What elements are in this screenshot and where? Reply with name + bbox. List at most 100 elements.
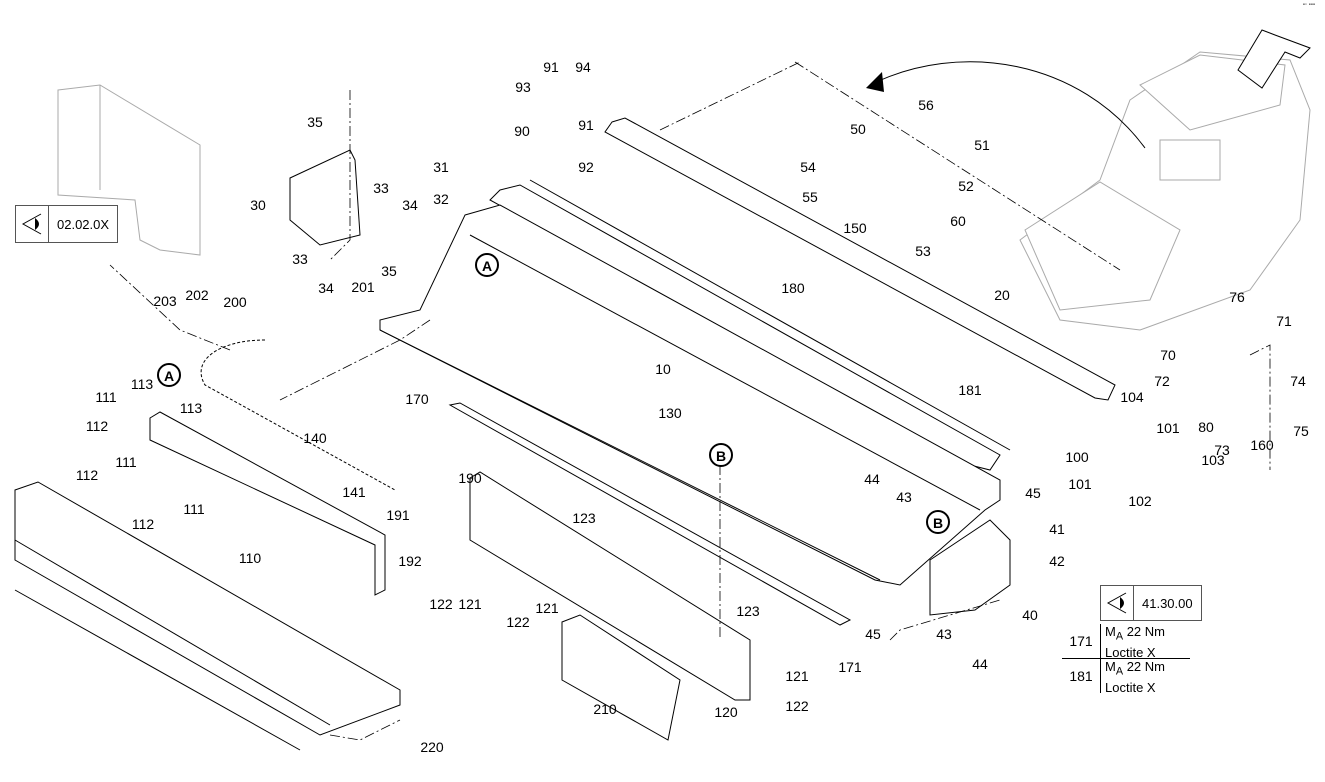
part-label-43: 43 xyxy=(896,489,912,505)
eye-view-icon xyxy=(1101,586,1134,620)
part-label-171: 171 xyxy=(838,659,862,675)
part-label-71: 71 xyxy=(1276,313,1292,329)
part-label-191: 191 xyxy=(386,507,410,523)
part-label-122: 122 xyxy=(429,596,453,612)
part-label-100: 100 xyxy=(1065,449,1089,465)
reference-box-2[interactable]: 41.30.00 xyxy=(1100,585,1202,621)
part-label-113: 113 xyxy=(180,400,203,416)
reference-code: 02.02.0X xyxy=(57,216,110,232)
part-label-75: 75 xyxy=(1293,423,1309,439)
torque-value: 22 Nm xyxy=(1123,624,1165,639)
part-label-55: 55 xyxy=(802,189,818,205)
part-label-52: 52 xyxy=(958,178,974,194)
part-label-10: 10 xyxy=(655,361,671,377)
part-label-53: 53 xyxy=(915,243,931,259)
part-label-45: 45 xyxy=(865,626,881,642)
part-label-54: 54 xyxy=(800,159,816,175)
svg-text:A: A xyxy=(482,258,492,274)
detail-marker-B: B xyxy=(709,443,733,467)
part-label-112: 112 xyxy=(132,516,155,532)
part-label-92: 92 xyxy=(578,159,594,175)
part-number: 181 xyxy=(1069,668,1093,684)
part-label-190: 190 xyxy=(458,470,482,486)
part-label-90: 90 xyxy=(514,123,530,139)
divider xyxy=(1062,658,1190,659)
part-label-34: 34 xyxy=(402,197,418,213)
part-label-51: 51 xyxy=(974,137,990,153)
part-label-32: 32 xyxy=(433,191,449,207)
part-label-56: 56 xyxy=(918,97,934,113)
part-label-111: 111 xyxy=(115,454,136,470)
torque-row: 181 MA 22 Nm Loctite X xyxy=(1062,659,1190,695)
part-label-203: 203 xyxy=(153,293,177,309)
part-label-45: 45 xyxy=(1025,485,1041,501)
part-label-121: 121 xyxy=(785,668,809,684)
part-label-111: 111 xyxy=(183,501,204,517)
part-label-20: 20 xyxy=(994,287,1010,303)
part-label-103: 103 xyxy=(1201,452,1225,468)
part-label-33: 33 xyxy=(292,251,308,267)
torque-value: 22 Nm xyxy=(1123,659,1165,674)
torque-prefix: M xyxy=(1105,624,1116,639)
part-label-140: 140 xyxy=(303,430,327,446)
part-label-30: 30 xyxy=(250,197,266,213)
part-label-76: 76 xyxy=(1229,289,1245,305)
part-label-122: 122 xyxy=(785,698,809,714)
part-label-121: 121 xyxy=(535,600,559,616)
part-label-93: 93 xyxy=(515,79,531,95)
part-label-91: 91 xyxy=(578,117,594,133)
part-label-33: 33 xyxy=(373,180,389,196)
part-drawings xyxy=(14,29,1311,751)
detail-marker-A: A xyxy=(157,363,181,387)
part-label-123: 123 xyxy=(736,603,760,619)
part-label-31: 31 xyxy=(433,159,449,175)
part-label-200: 200 xyxy=(223,294,247,310)
part-label-141: 141 xyxy=(342,484,366,500)
part-label-35: 35 xyxy=(307,114,323,130)
svg-text:B: B xyxy=(933,515,943,531)
part-label-44: 44 xyxy=(864,471,880,487)
part-label-160: 160 xyxy=(1250,437,1274,453)
reference-code: 41.30.00 xyxy=(1142,595,1193,611)
part-label-122: 122 xyxy=(506,614,530,630)
part-label-220: 220 xyxy=(420,739,444,755)
part-label-101: 101 xyxy=(1068,476,1092,492)
part-label-192: 192 xyxy=(398,553,422,569)
paver-machine-outline xyxy=(1019,29,1311,331)
part-label-111: 111 xyxy=(95,389,116,405)
part-label-50: 50 xyxy=(850,121,866,137)
part-label-72: 72 xyxy=(1154,373,1170,389)
part-label-112: 112 xyxy=(76,467,99,483)
view-arrow-icon xyxy=(1237,29,1311,89)
torque-sub: A xyxy=(1115,630,1124,643)
part-label-202: 202 xyxy=(185,287,209,303)
part-label-94: 94 xyxy=(575,59,591,75)
svg-text:B: B xyxy=(716,448,726,464)
part-label-74: 74 xyxy=(1290,373,1306,389)
part-label-44: 44 xyxy=(972,656,988,672)
part-label-110: 110 xyxy=(239,550,262,566)
part-label-102: 102 xyxy=(1128,493,1152,509)
part-label-120: 120 xyxy=(714,704,738,720)
part-label-130: 130 xyxy=(658,405,682,421)
part-label-73: 73 xyxy=(1214,442,1230,458)
detail-marker-B: B xyxy=(926,510,950,534)
svg-text:A: A xyxy=(164,368,174,384)
detail-marker-A: A xyxy=(475,253,499,277)
curved-arrow xyxy=(869,61,1146,149)
part-label-70: 70 xyxy=(1160,347,1176,363)
adhesive: Loctite X xyxy=(1105,679,1156,695)
adhesive: Loctite X xyxy=(1105,644,1156,660)
part-label-60: 60 xyxy=(950,213,966,229)
part-label-150: 150 xyxy=(843,220,867,236)
part-label-170: 170 xyxy=(405,391,429,407)
reference-box-1[interactable]: 02.02.0X xyxy=(15,205,119,243)
part-label-91: 91 xyxy=(543,59,559,75)
part-label-35: 35 xyxy=(381,263,397,279)
torque-sub: A xyxy=(1115,665,1124,678)
torque-prefix: M xyxy=(1105,659,1116,674)
part-label-121: 121 xyxy=(458,596,482,612)
